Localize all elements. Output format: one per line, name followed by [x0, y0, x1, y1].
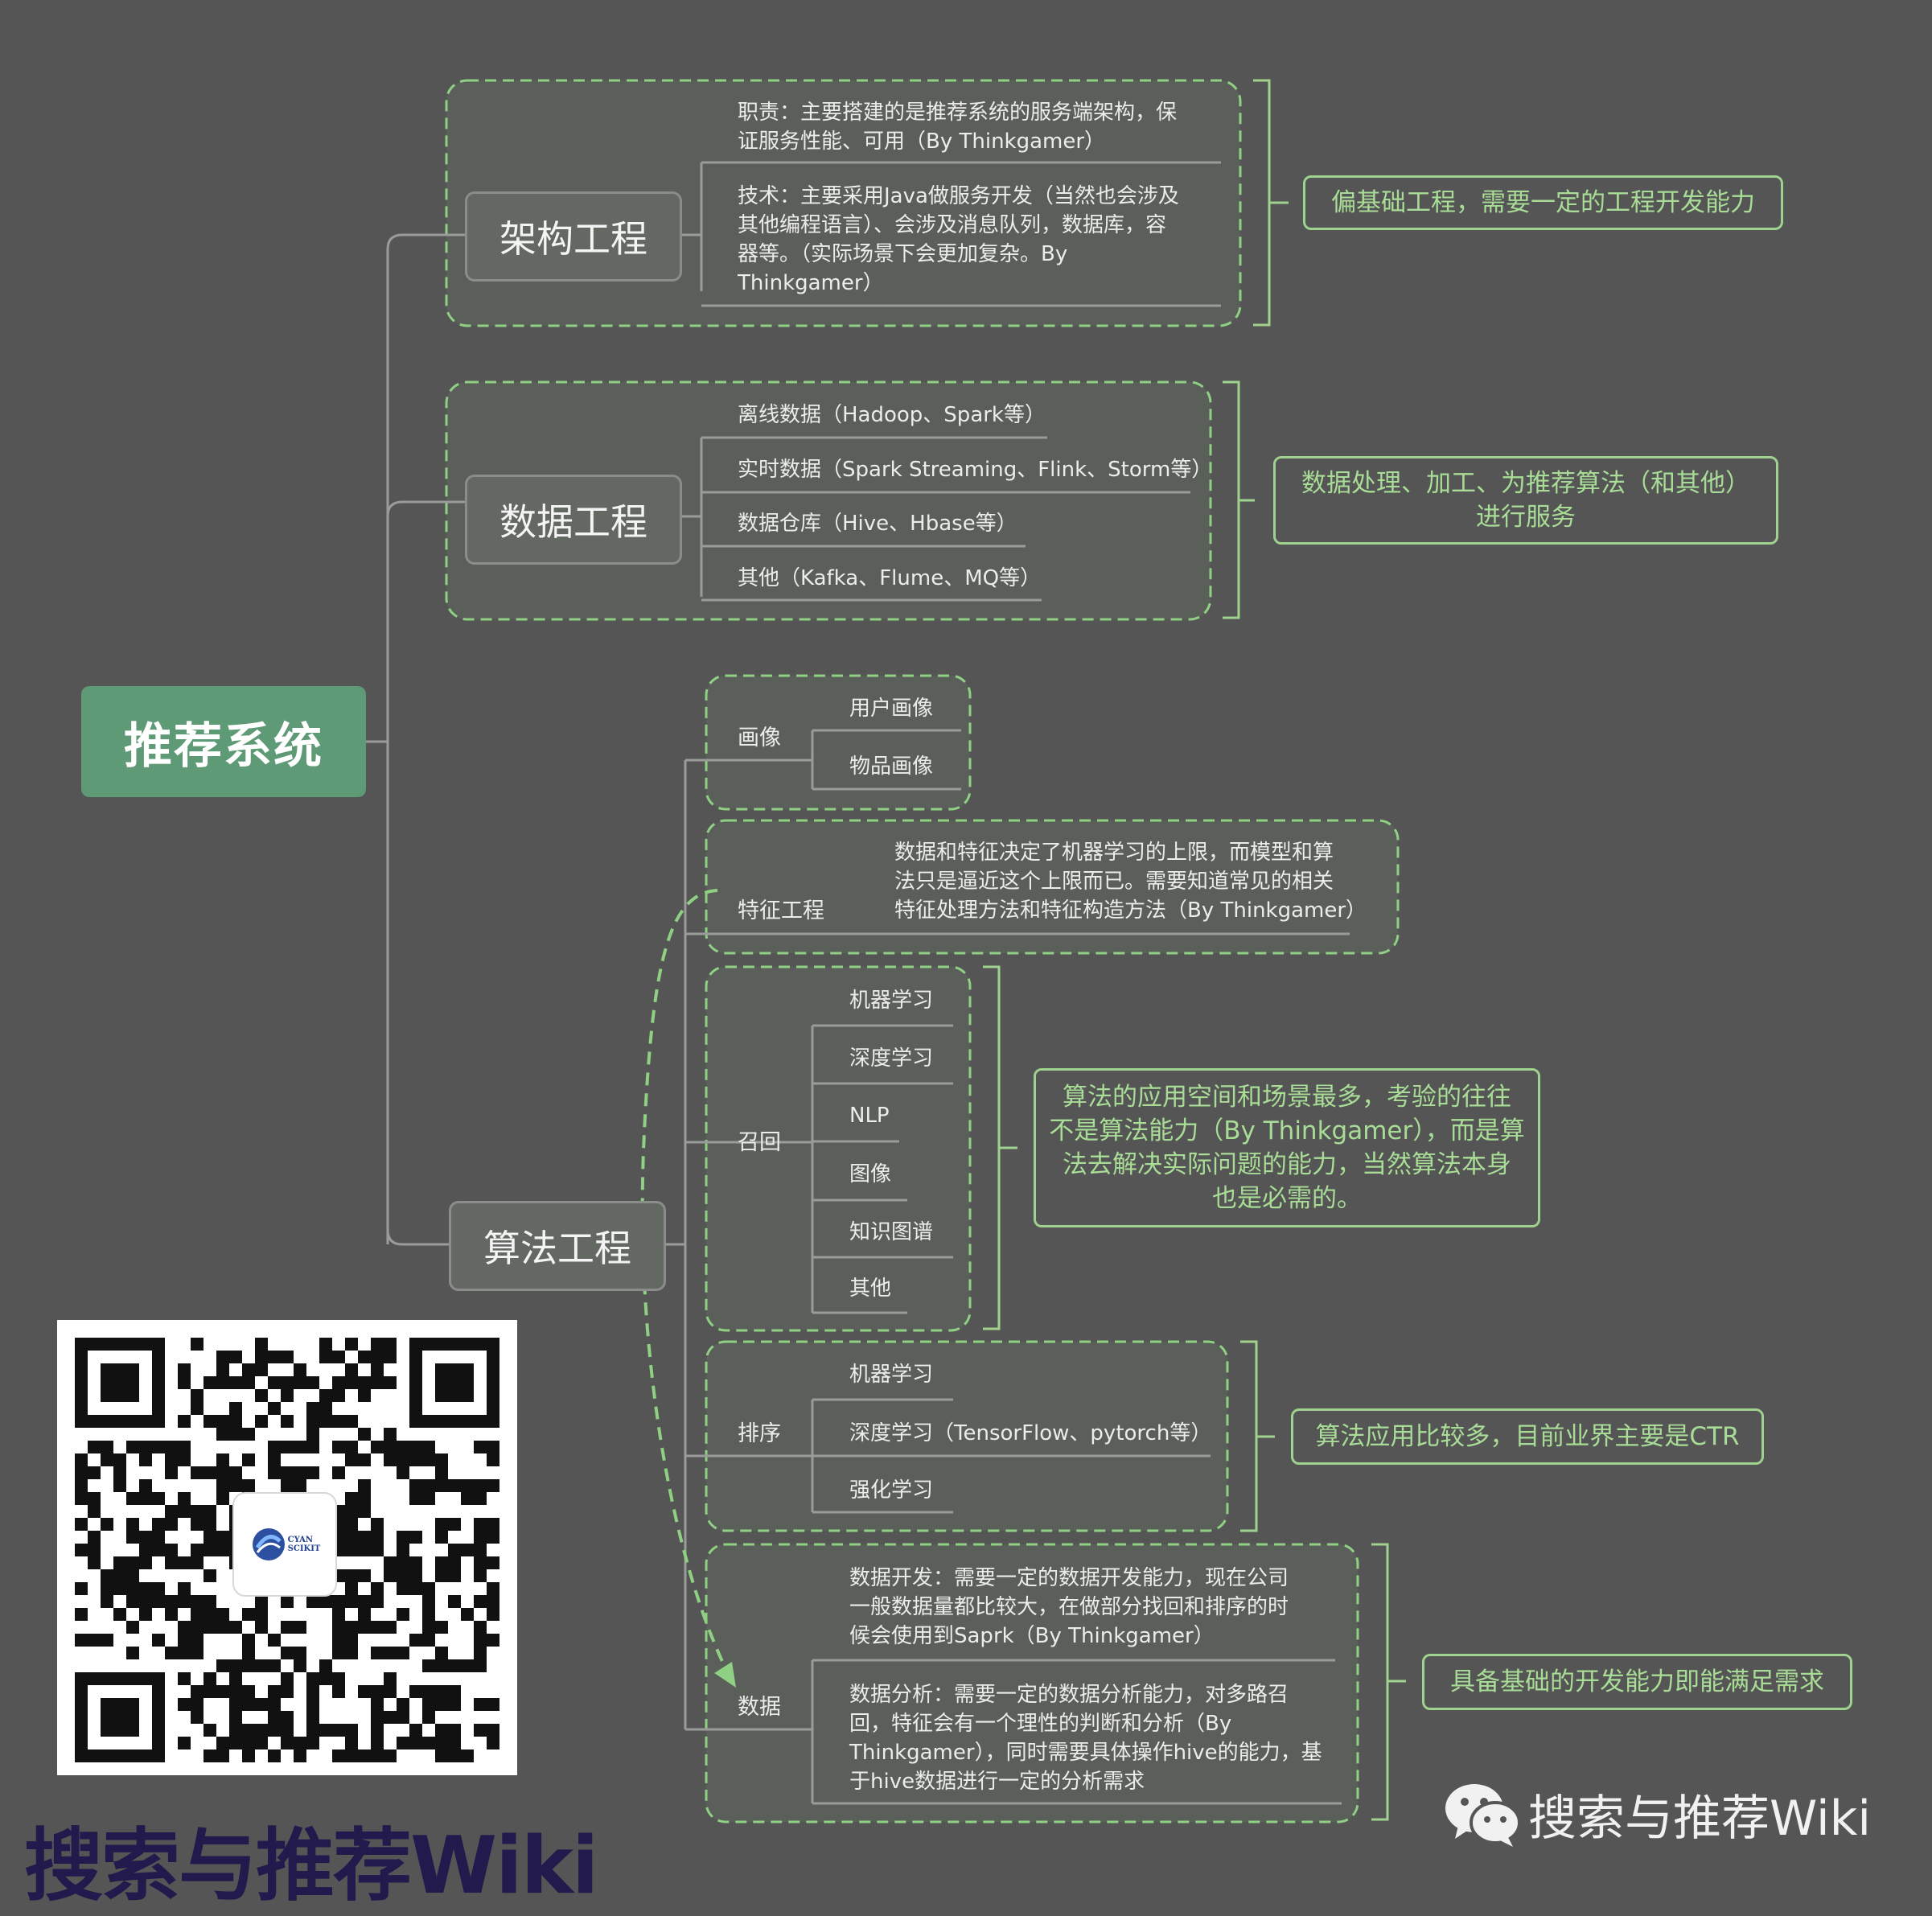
rank-label[interactable]: 排序 — [738, 1421, 781, 1446]
qr-logo-text: CYAN SCIKIT — [287, 1536, 321, 1553]
profile-group-frame — [705, 674, 972, 811]
feature-label[interactable]: 特征工程 — [738, 898, 824, 923]
recall-bracket — [983, 965, 1017, 1330]
recall-item: 机器学习 — [849, 989, 934, 1013]
wechat-icon — [1444, 1779, 1521, 1852]
profile-branches — [811, 729, 961, 791]
recall-branches — [811, 1024, 953, 1314]
data-eng-item-offline: 离线数据（Hadoop、Spark等） — [738, 403, 1046, 427]
recall-item: 深度学习 — [849, 1046, 934, 1071]
connectors — [366, 161, 1350, 1805]
data-bracket — [1371, 1543, 1406, 1821]
data-note: 具备基础的开发能力即能满足需求 — [1422, 1654, 1852, 1710]
feature-text: 数据和特征决定了机器学习的上限，而模型和算 法只是逼近这个上限而已。需要知道常见… — [894, 841, 1367, 923]
qr-code: CYAN SCIKIT — [57, 1320, 517, 1775]
root-node[interactable]: 推荐系统 — [81, 686, 366, 797]
rank-note: 算法应用比较多，目前业界主要是CTR — [1291, 1408, 1764, 1465]
profile-item-item: 物品画像 — [849, 754, 934, 779]
data-eng-item-realtime: 实时数据（Spark Streaming、Flink、Storm等） — [738, 458, 1213, 482]
data-label[interactable]: 数据 — [738, 1695, 781, 1720]
recall-label[interactable]: 召回 — [738, 1130, 781, 1155]
arch-note: 偏基础工程，需要一定的工程开发能力 — [1303, 175, 1783, 230]
brand-name-right: 搜索与推荐Wiki — [1528, 1791, 1872, 1847]
arch-item-tech: 技术：主要采用Java做服务开发（当然也会涉及 其他编程语言）、会涉及消息队列，… — [738, 184, 1179, 295]
group-frames — [445, 79, 1400, 1823]
data-item-dev: 数据开发：需要一定的数据开发能力，现在公司 一般数据量都比较大，在做部分找回和排… — [849, 1566, 1289, 1648]
brackets — [983, 79, 1406, 1821]
arch-branches — [682, 161, 1221, 307]
algo-trunk — [666, 759, 1350, 1731]
recall-item: NLP — [849, 1104, 890, 1128]
data-eng-item-other: 其他（Kafka、Flume、MQ等） — [738, 566, 1042, 590]
rank-item: 深度学习（TensorFlow、pytorch等） — [849, 1421, 1212, 1445]
rank-group-frame — [705, 1340, 1229, 1532]
recall-item: 知识图谱 — [849, 1220, 934, 1244]
data-branches — [811, 1659, 1342, 1805]
data-eng-node[interactable]: 数据工程 — [465, 475, 682, 565]
qr-logo: CYAN SCIKIT — [232, 1492, 337, 1597]
feature-to-data-arrow — [640, 889, 736, 1688]
brand-name-left: 搜索与推荐Wiki — [24, 1820, 598, 1912]
arrow-head — [714, 1662, 736, 1688]
rank-item: 强化学习 — [849, 1478, 934, 1503]
rank-item: 机器学习 — [849, 1363, 934, 1387]
algo-node[interactable]: 算法工程 — [449, 1201, 666, 1291]
data-item-analysis: 数据分析：需要一定的数据分析能力，对多路召 回，特征会有一个理性的判断和分析（B… — [849, 1683, 1322, 1794]
cyan-scikit-logo-icon — [252, 1528, 285, 1560]
recall-item: 其他 — [849, 1277, 892, 1301]
rank-bracket — [1240, 1340, 1275, 1532]
data-group-frame — [705, 1543, 1359, 1823]
arch-bracket — [1253, 79, 1289, 327]
profile-item-user: 用户画像 — [849, 697, 934, 721]
rank-branches — [811, 1398, 1211, 1514]
arch-node[interactable]: 架构工程 — [465, 191, 682, 282]
data-eng-item-warehouse: 数据仓库（Hive、Hbase等） — [738, 512, 1017, 536]
recall-group-frame — [705, 965, 972, 1332]
arch-item-duty: 职责：主要搭建的是推荐系统的服务端架构，保 证服务性能、可用（By Thinkg… — [738, 101, 1178, 154]
feature-group-frame — [705, 819, 1400, 955]
recall-note: 算法的应用空间和场景最多，考验的往往 不是算法能力（By Thinkgamer）… — [1034, 1068, 1540, 1227]
data-eng-branches — [682, 436, 1190, 602]
data-eng-note: 数据处理、加工、为推荐算法（和其他） 进行服务 — [1273, 456, 1778, 545]
recall-item: 图像 — [849, 1162, 892, 1186]
profile-label[interactable]: 画像 — [738, 726, 781, 750]
data-eng-bracket — [1223, 380, 1255, 619]
root-trunk — [366, 233, 465, 1246]
